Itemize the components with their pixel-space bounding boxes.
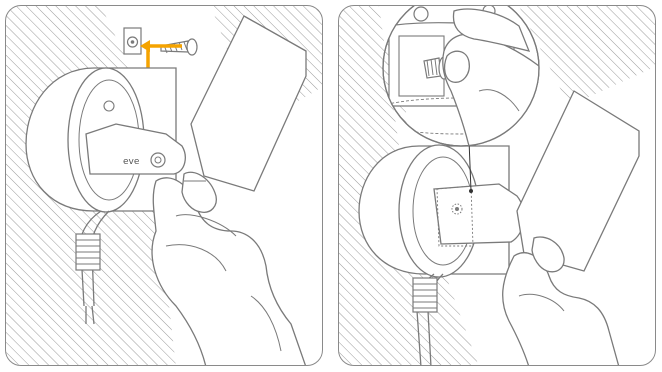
right-illustration [339, 6, 655, 365]
left-illustration: eve [6, 6, 322, 365]
brand-logo: eve [123, 157, 140, 167]
device-housing [190, 15, 307, 192]
cable-icon [412, 273, 444, 365]
fingers-icon [442, 8, 539, 146]
cable-icon [75, 210, 110, 325]
step-panel-right [338, 5, 656, 366]
step-panel-left: eve [5, 5, 323, 366]
hand-icon [502, 236, 620, 365]
mount-bracket-icon: eve [85, 123, 186, 175]
hand-icon [151, 171, 306, 365]
wall-anchor-icon [123, 27, 142, 55]
